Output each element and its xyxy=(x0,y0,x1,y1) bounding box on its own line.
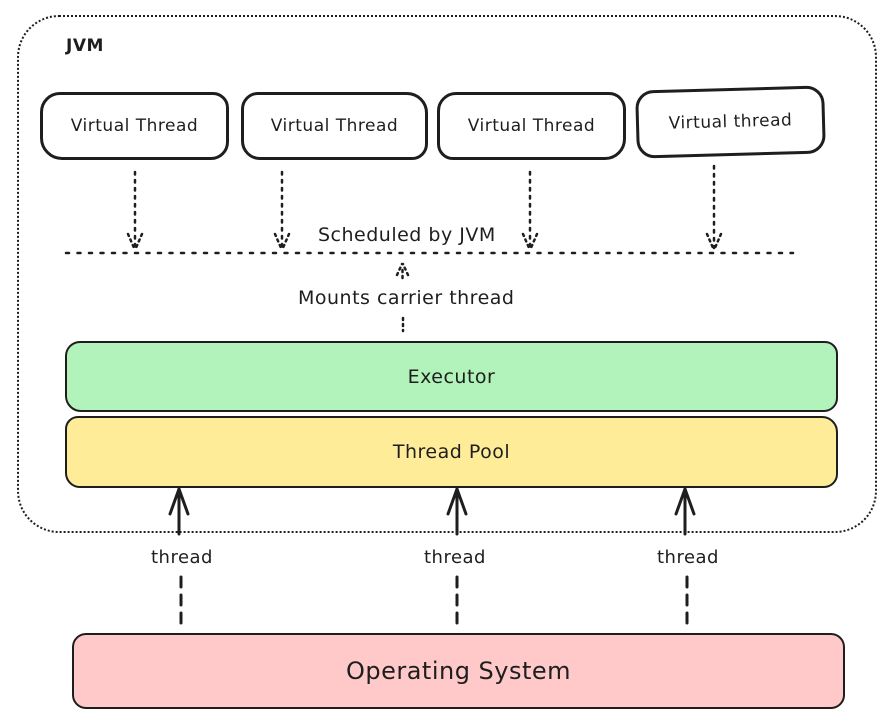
operating-system-label: Operating System xyxy=(345,657,572,685)
virtual-thread-box-4: Virtual thread xyxy=(635,85,826,159)
jvm-label: JVM xyxy=(66,36,104,56)
executor-label: Executor xyxy=(407,365,496,388)
thread-label-2: thread xyxy=(423,547,486,568)
thread-label-1: thread xyxy=(150,547,213,568)
mounts-carrier-thread-label: Mounts carrier thread xyxy=(298,287,515,309)
executor-box: Executor xyxy=(65,341,838,412)
virtual-thread-label-4: Virtual thread xyxy=(668,110,793,134)
jvm-container-box xyxy=(17,15,877,533)
thread-label-3: thread xyxy=(656,547,719,568)
thread-pool-box: Thread Pool xyxy=(65,416,838,488)
operating-system-box: Operating System xyxy=(72,633,845,709)
virtual-thread-label-1: Virtual Thread xyxy=(70,116,199,136)
scheduled-by-jvm-label: Scheduled by JVM xyxy=(318,224,496,246)
virtual-thread-label-3: Virtual Thread xyxy=(467,116,596,136)
thread-pool-label: Thread Pool xyxy=(392,441,511,463)
virtual-thread-box-2: Virtual Thread xyxy=(241,92,428,160)
virtual-thread-label-2: Virtual Thread xyxy=(270,116,399,136)
virtual-thread-box-1: Virtual Thread xyxy=(40,92,229,160)
virtual-thread-box-3: Virtual Thread xyxy=(437,92,626,160)
